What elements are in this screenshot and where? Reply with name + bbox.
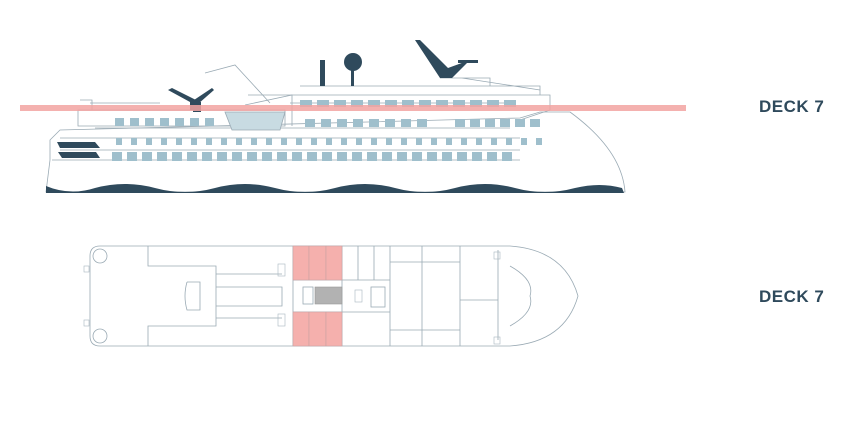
window bbox=[191, 138, 197, 145]
window bbox=[300, 100, 312, 107]
window bbox=[116, 138, 122, 145]
window bbox=[146, 138, 152, 145]
window bbox=[317, 100, 329, 107]
window bbox=[334, 100, 346, 107]
window bbox=[161, 138, 167, 145]
window bbox=[402, 100, 414, 107]
deck-7-highlight-line bbox=[20, 105, 686, 111]
window bbox=[442, 152, 452, 161]
window bbox=[470, 100, 482, 107]
window bbox=[385, 119, 395, 127]
window bbox=[236, 138, 242, 145]
window bbox=[296, 138, 302, 145]
window bbox=[352, 152, 362, 161]
window bbox=[521, 138, 527, 145]
window bbox=[221, 138, 227, 145]
window bbox=[187, 152, 197, 161]
window bbox=[115, 118, 124, 126]
window bbox=[436, 100, 448, 107]
window bbox=[172, 152, 182, 161]
window bbox=[485, 119, 495, 127]
window bbox=[476, 138, 482, 145]
plan-view-deck-label: DECK 7 bbox=[759, 287, 825, 306]
window bbox=[175, 118, 184, 126]
window bbox=[262, 152, 272, 161]
window bbox=[491, 138, 497, 145]
window bbox=[371, 138, 377, 145]
window bbox=[455, 119, 465, 127]
window bbox=[461, 138, 467, 145]
window bbox=[427, 152, 437, 161]
window bbox=[322, 152, 332, 161]
window bbox=[145, 118, 154, 126]
window bbox=[353, 119, 363, 127]
ship-side-profile bbox=[45, 40, 626, 193]
window bbox=[307, 152, 317, 161]
window bbox=[515, 119, 525, 127]
window bbox=[112, 152, 122, 161]
window bbox=[457, 152, 467, 161]
window bbox=[412, 152, 422, 161]
window bbox=[419, 100, 431, 107]
window bbox=[401, 138, 407, 145]
window bbox=[277, 152, 287, 161]
window bbox=[337, 152, 347, 161]
window bbox=[382, 152, 392, 161]
window bbox=[292, 152, 302, 161]
window bbox=[205, 118, 214, 126]
window bbox=[472, 152, 482, 161]
window bbox=[367, 152, 377, 161]
deck-plan bbox=[83, 245, 579, 347]
window bbox=[190, 118, 199, 126]
window bbox=[281, 138, 287, 145]
window bbox=[369, 119, 379, 127]
window bbox=[431, 138, 437, 145]
window bbox=[536, 138, 542, 145]
window bbox=[247, 152, 257, 161]
window bbox=[368, 100, 380, 107]
window bbox=[202, 152, 212, 161]
window bbox=[530, 119, 540, 127]
window bbox=[142, 152, 152, 161]
window bbox=[487, 100, 499, 107]
window bbox=[131, 138, 137, 145]
window bbox=[386, 138, 392, 145]
window bbox=[127, 152, 137, 161]
window bbox=[397, 152, 407, 161]
service-area bbox=[314, 286, 343, 305]
window bbox=[217, 152, 227, 161]
window bbox=[500, 119, 510, 127]
window bbox=[453, 100, 465, 107]
window bbox=[341, 138, 347, 145]
window bbox=[504, 100, 516, 107]
window bbox=[130, 118, 139, 126]
window bbox=[266, 138, 272, 145]
window bbox=[416, 138, 422, 145]
window bbox=[206, 138, 212, 145]
window bbox=[321, 119, 331, 127]
window bbox=[157, 152, 167, 161]
window bbox=[385, 100, 397, 107]
window bbox=[470, 119, 480, 127]
window bbox=[232, 152, 242, 161]
window bbox=[160, 118, 169, 126]
side-windows bbox=[112, 100, 542, 161]
window bbox=[506, 138, 512, 145]
window bbox=[326, 138, 332, 145]
window bbox=[176, 138, 182, 145]
window bbox=[305, 119, 315, 127]
window bbox=[356, 138, 362, 145]
window bbox=[502, 152, 512, 161]
window bbox=[446, 138, 452, 145]
highlighted-cabins bbox=[292, 245, 343, 347]
window bbox=[487, 152, 497, 161]
window bbox=[251, 138, 257, 145]
window bbox=[417, 119, 427, 127]
window bbox=[401, 119, 411, 127]
side-view-deck-label: DECK 7 bbox=[759, 97, 825, 116]
window bbox=[311, 138, 317, 145]
window bbox=[337, 119, 347, 127]
window bbox=[351, 100, 363, 107]
